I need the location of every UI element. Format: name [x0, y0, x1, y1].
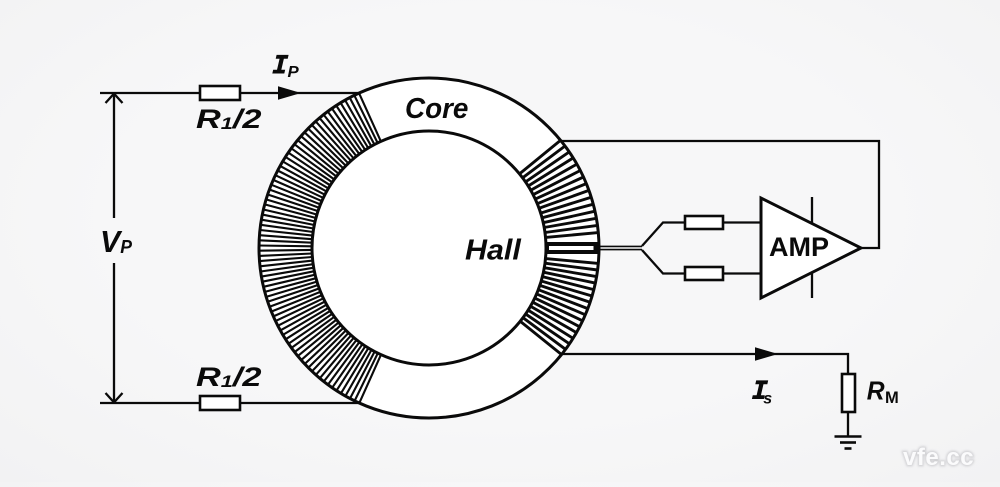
svg-text:M: M [885, 389, 899, 407]
svg-text:R1/2: R1/2 [196, 104, 261, 135]
svg-text:vfe.cc: vfe.cc [903, 444, 974, 471]
svg-text:Core: Core [405, 92, 468, 125]
svg-text:vfe.cc: vfe.cc [903, 444, 974, 471]
svg-text:R1/2: R1/2 [196, 362, 261, 393]
svg-text:R: R [867, 377, 886, 406]
svg-text:VP: VP [100, 224, 132, 259]
svg-text:Hall: Hall [465, 234, 522, 266]
svg-text:s: s [763, 390, 772, 407]
svg-text:AMP: AMP [769, 232, 829, 262]
svg-text:P: P [288, 63, 299, 81]
